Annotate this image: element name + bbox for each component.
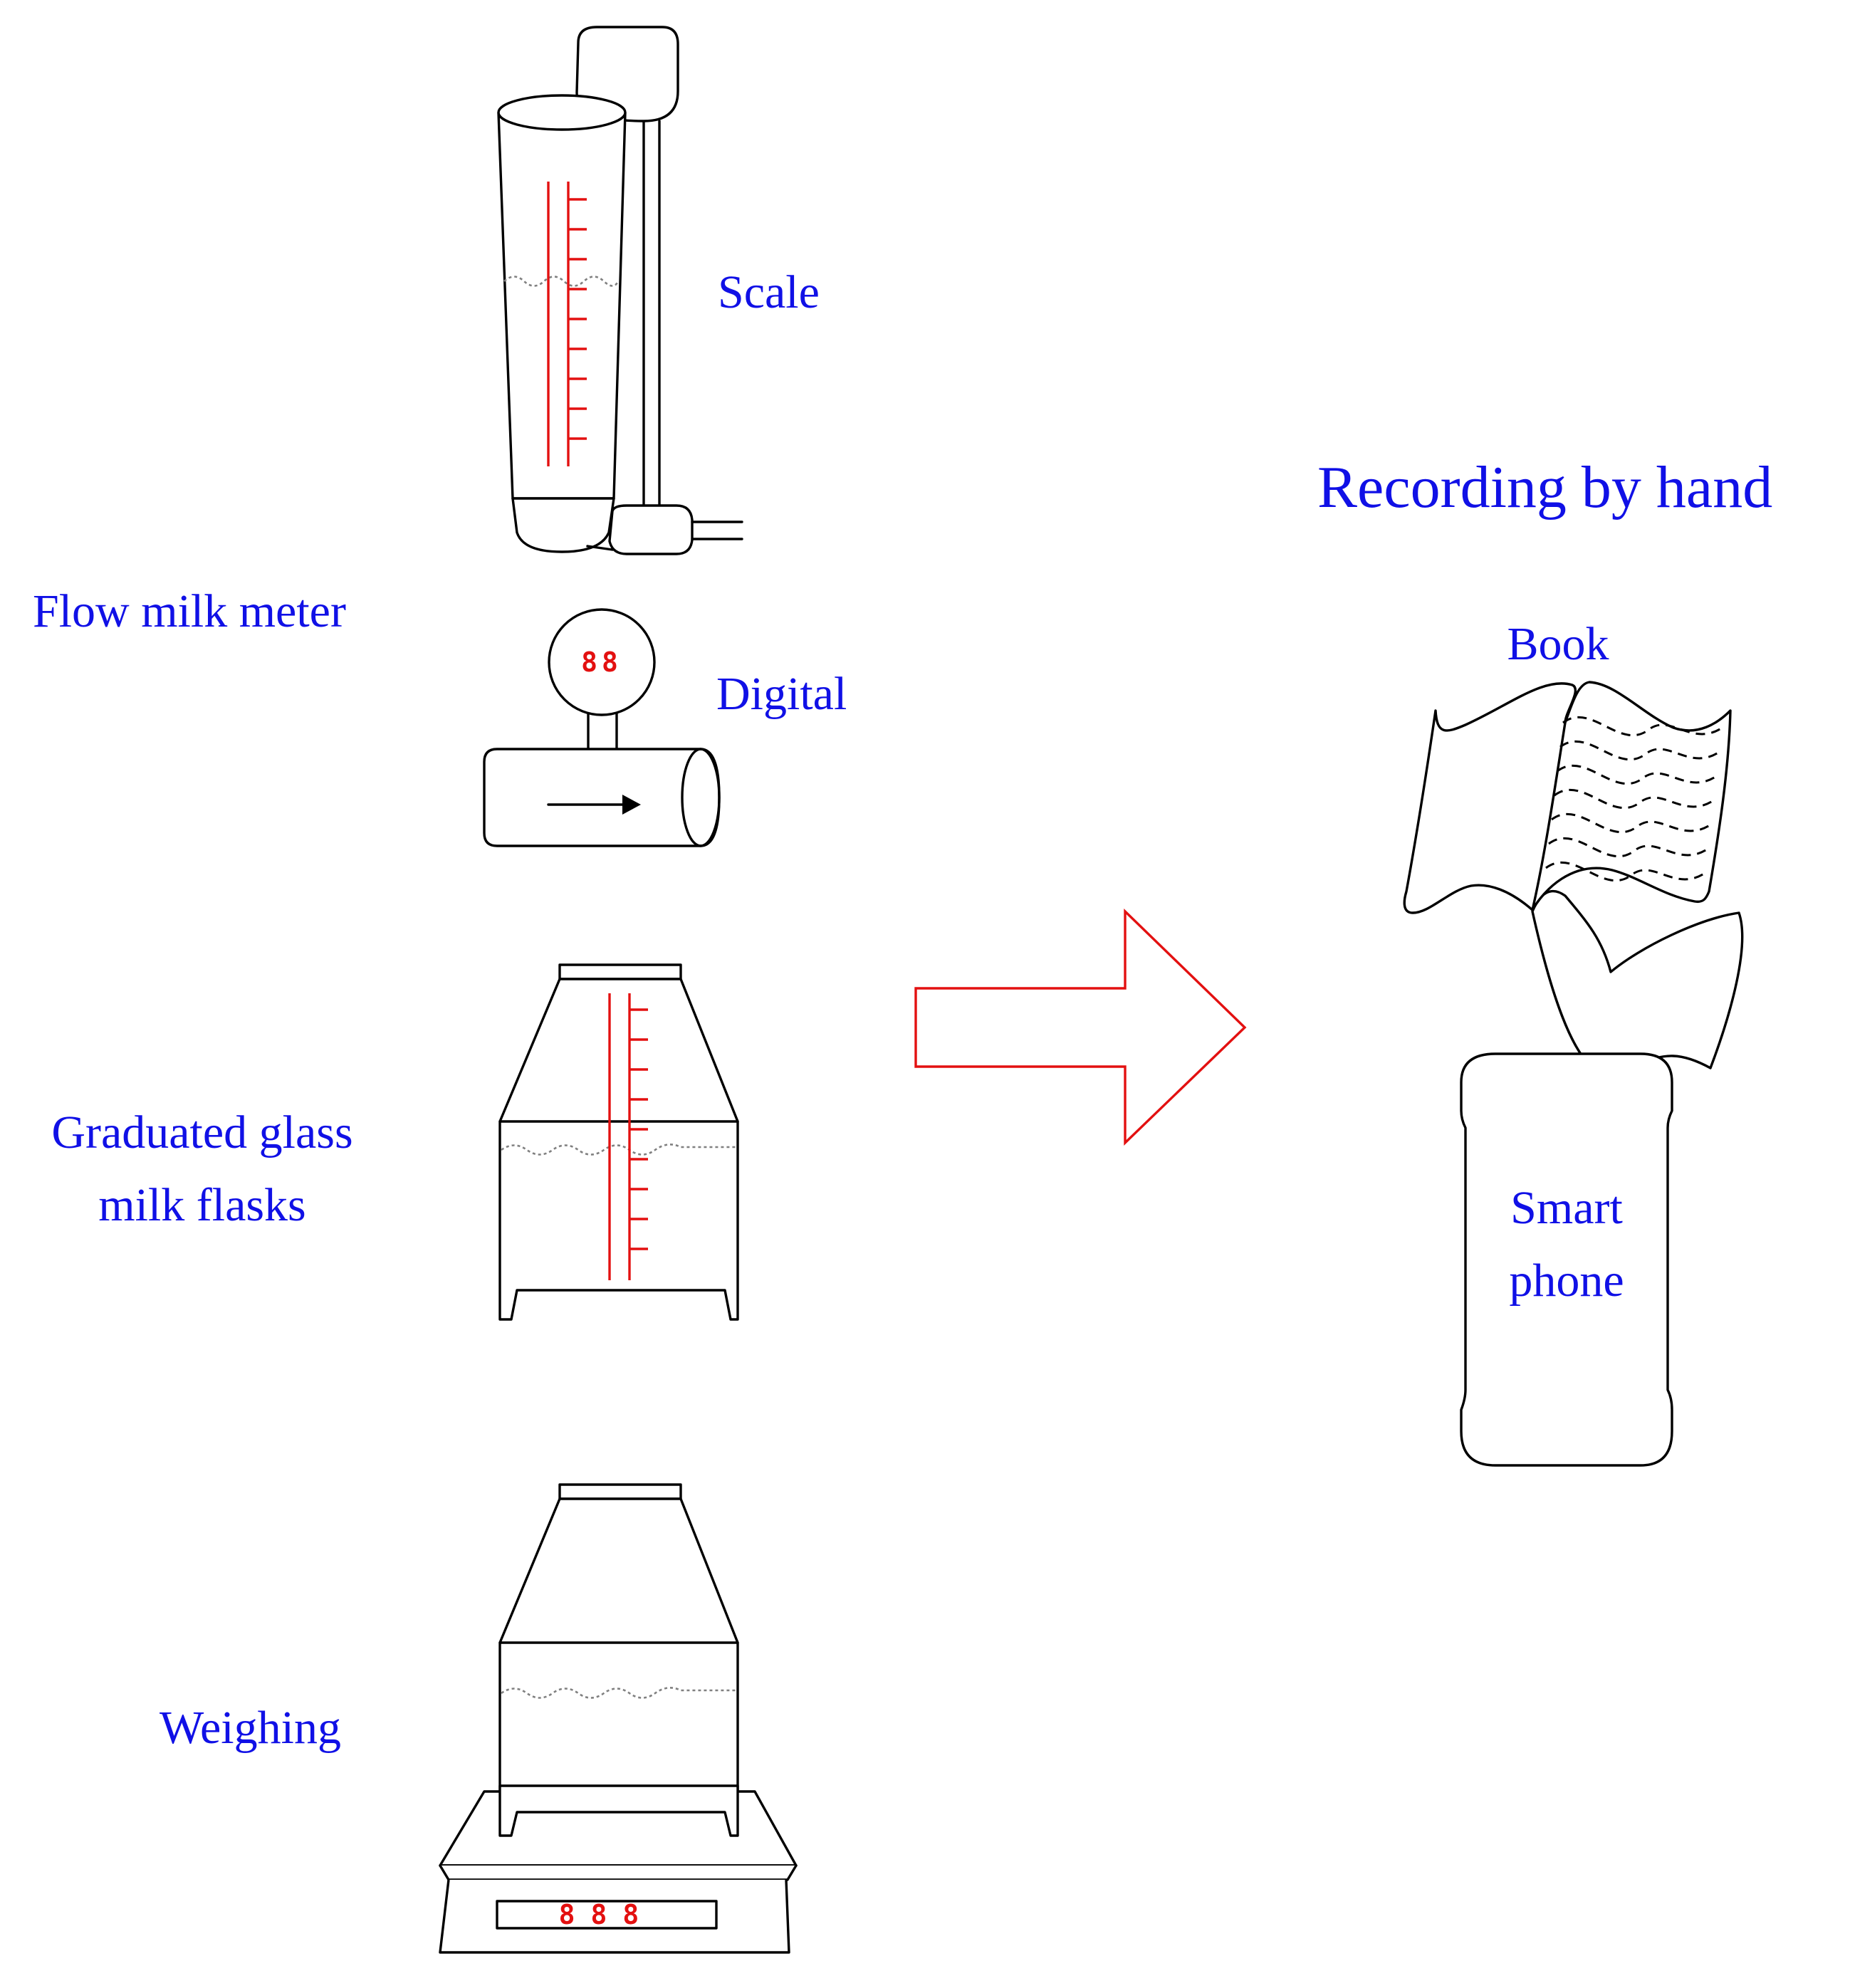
label-smart-phone-line1: Smart <box>1510 1182 1623 1234</box>
label-graduated-glass-line1: Graduated glass <box>51 1107 352 1158</box>
label-flow-milk-meter: Flow milk meter <box>33 585 346 637</box>
smartphone-icon <box>1460 1052 1673 1467</box>
right-arrow-icon <box>914 908 1247 1146</box>
label-smart-phone-line2: phone <box>1509 1255 1624 1307</box>
label-book: Book <box>1507 618 1609 670</box>
label-scale: Scale <box>718 266 820 318</box>
label-digital: Digital <box>716 668 847 720</box>
weighing-scale-display: 888 <box>559 1899 655 1930</box>
digital-meter-display: 88 <box>581 647 622 678</box>
label-recording-by-hand: Recording by hand <box>1317 454 1772 520</box>
label-weighing: Weighing <box>160 1702 341 1754</box>
weighing-scale-icon: 888 <box>439 1483 798 1954</box>
graduated-cylinder-meter-icon <box>497 26 743 555</box>
digital-flow-meter-icon: 88 <box>483 608 721 847</box>
open-book-icon <box>1403 681 1744 1077</box>
label-graduated-glass-line2: milk flasks <box>98 1179 306 1231</box>
graduated-glass-flask-icon <box>498 963 739 1321</box>
